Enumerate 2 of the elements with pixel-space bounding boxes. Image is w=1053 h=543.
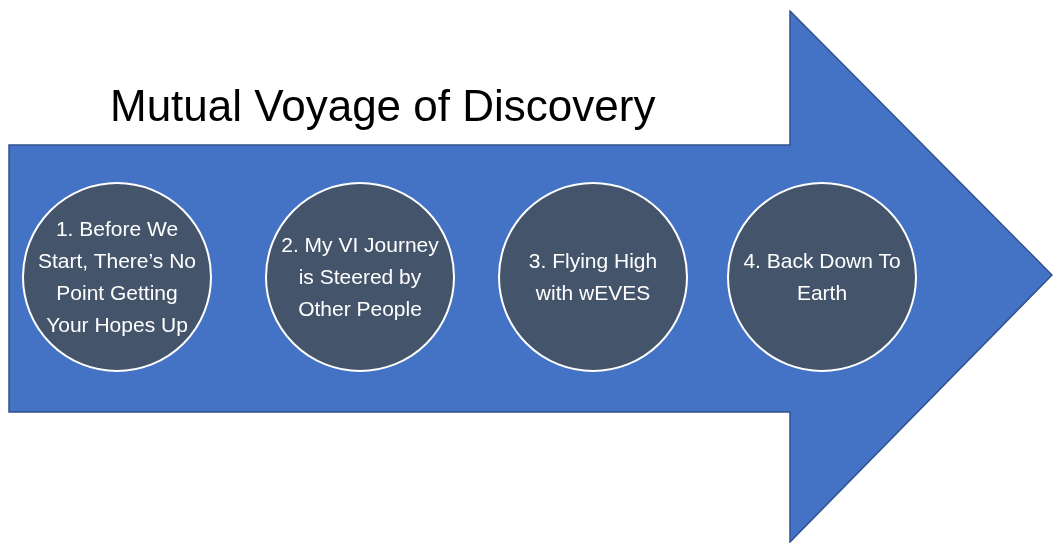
- title: Mutual Voyage of Discovery: [110, 80, 656, 132]
- arrow-shape: [8, 10, 1053, 543]
